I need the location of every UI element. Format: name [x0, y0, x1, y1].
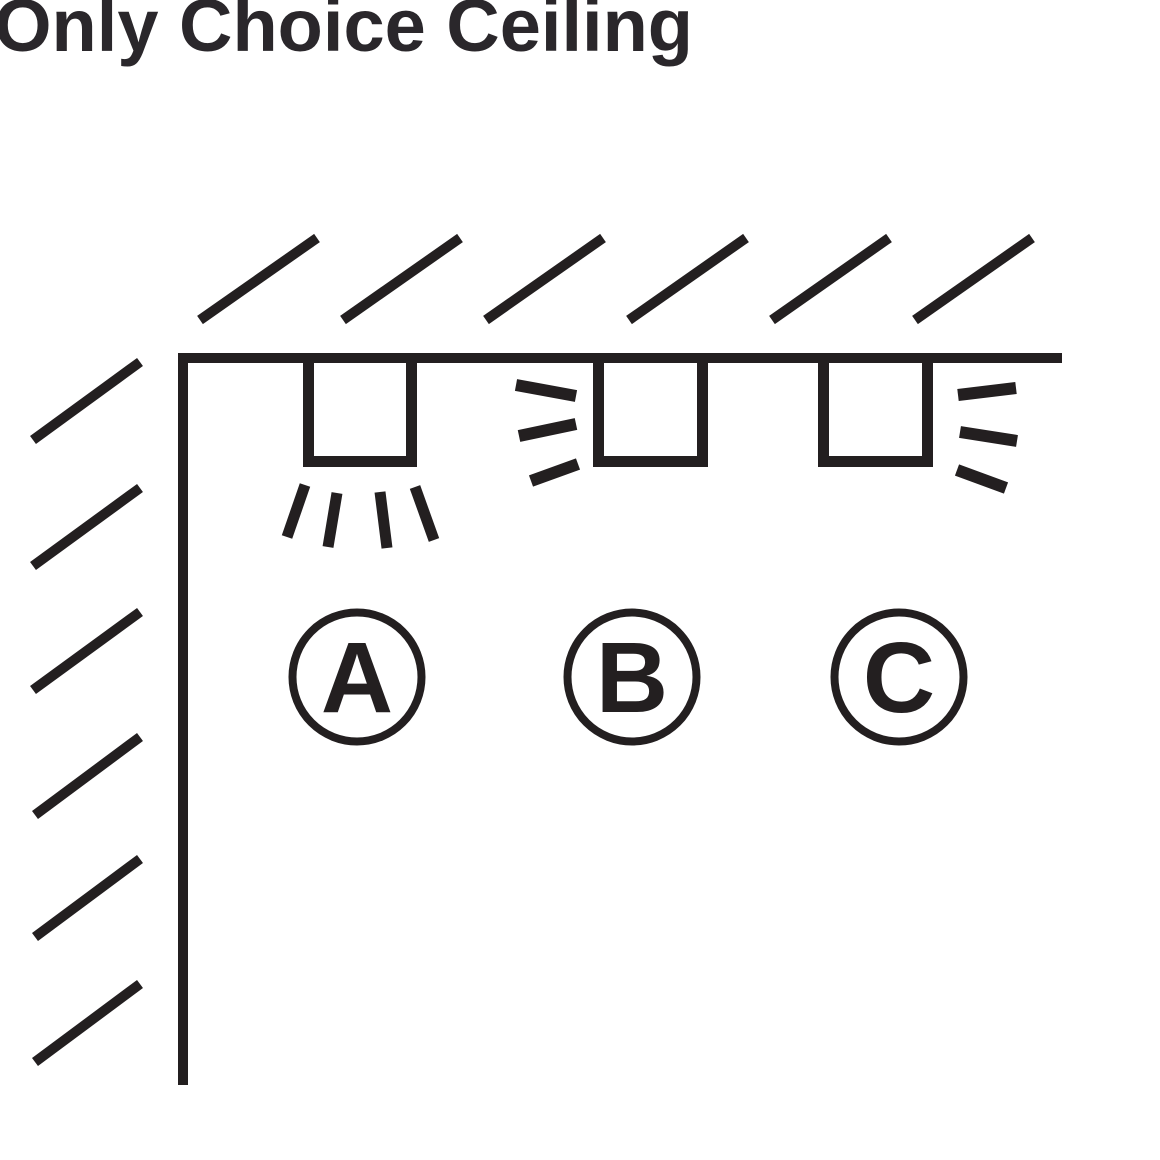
light-rays-right-icon: [954, 382, 1018, 494]
light-ray: [528, 458, 581, 487]
fixture-b: [514, 353, 708, 487]
light-rays-down-icon: [281, 483, 440, 549]
fixture-a: [281, 353, 440, 549]
hatch-mark: [32, 979, 143, 1067]
light-ray: [409, 485, 440, 542]
label-circle: [563, 608, 701, 746]
ceiling-line: [178, 353, 1062, 363]
hatch-mark: [912, 233, 1035, 325]
recessed-light-box: [303, 353, 417, 467]
light-ray: [281, 483, 311, 539]
light-ray: [957, 382, 1017, 401]
wall-hatching: [30, 357, 143, 1067]
light-ray: [514, 379, 578, 402]
ceiling-hatching: [197, 233, 1035, 325]
hatch-mark: [769, 233, 892, 325]
label-circle: [288, 608, 426, 746]
choice-label-b: B: [563, 608, 701, 746]
hatch-mark: [32, 854, 143, 942]
hatch-mark: [197, 233, 320, 325]
hatch-mark: [30, 483, 143, 571]
page-title: Only Choice Ceiling: [0, 0, 693, 67]
label-letter-c: C: [863, 622, 935, 734]
light-ray: [322, 492, 343, 548]
light-ray: [959, 426, 1018, 447]
label-circle: [830, 608, 968, 746]
choice-label-c: C: [830, 608, 968, 746]
light-ray: [954, 464, 1009, 494]
fixture-c: [818, 353, 1018, 494]
label-letter-a: A: [321, 622, 393, 734]
hatch-mark: [626, 233, 749, 325]
choice-label-a: A: [288, 608, 426, 746]
hatch-mark: [340, 233, 463, 325]
hatch-mark: [30, 607, 143, 695]
label-letter-b: B: [596, 622, 668, 734]
wall-line: [178, 353, 188, 1085]
light-ray: [374, 491, 393, 549]
light-ray: [517, 418, 578, 442]
light-rays-left-icon: [514, 379, 581, 487]
recessed-light-box: [593, 353, 708, 467]
hatch-mark: [32, 732, 143, 820]
recessed-light-box: [818, 353, 933, 467]
hatch-mark: [483, 233, 606, 325]
hatch-mark: [30, 357, 143, 445]
